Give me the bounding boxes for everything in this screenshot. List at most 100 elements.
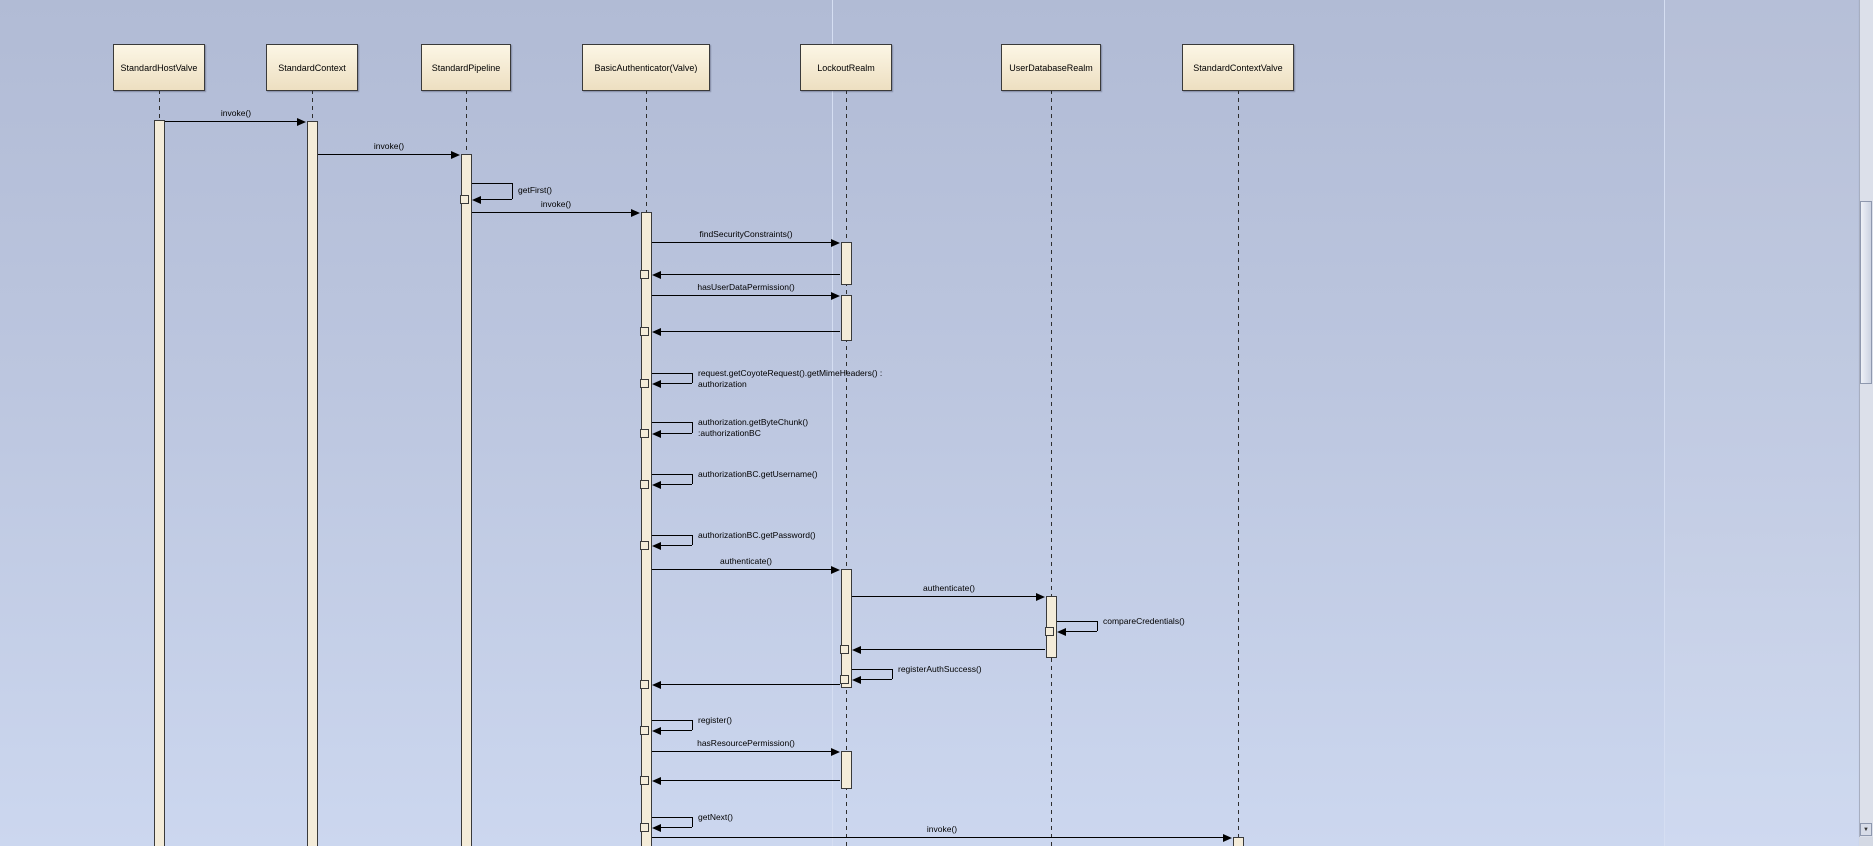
message-line [652, 720, 692, 721]
message-line [661, 684, 840, 685]
arrowhead-icon [831, 292, 840, 300]
message-line [692, 474, 693, 484]
message-line [652, 817, 692, 818]
message-line [652, 569, 831, 570]
activation-bar [841, 569, 852, 688]
participant-name: StandardPipeline [431, 62, 501, 73]
arrowhead-icon [652, 481, 661, 489]
participant-name: UserDatabaseRealm [1009, 62, 1093, 73]
activation-bar [841, 751, 852, 789]
activation-nub [1045, 627, 1054, 636]
activation-nub [640, 823, 649, 832]
down-arrow-icon: ▼ [1863, 826, 1869, 833]
participant-name: LockoutRealm [817, 62, 875, 73]
page-boundary-guide-1 [832, 0, 833, 846]
message-line [692, 720, 693, 730]
message-line [692, 373, 693, 383]
arrowhead-icon [852, 646, 861, 654]
message-label: compareCredentials() [1103, 616, 1185, 626]
activation-bar [307, 121, 318, 846]
activation-nub [840, 675, 849, 684]
message-label: authenticate() [720, 556, 772, 566]
message-line [892, 669, 893, 679]
activation-nub [640, 429, 649, 438]
arrowhead-icon [652, 328, 661, 336]
arrowhead-icon [652, 777, 661, 785]
activation-nub [640, 480, 649, 489]
message-line [861, 679, 892, 680]
message-label: authenticate() [923, 583, 975, 593]
activation-bar [841, 295, 852, 341]
participant-head[interactable]: UserDatabaseRealm [1001, 44, 1101, 91]
arrowhead-icon [1223, 834, 1232, 842]
message-line [652, 295, 831, 296]
arrowhead-icon [652, 271, 661, 279]
activation-nub [640, 541, 649, 550]
activation-bar [1233, 837, 1244, 846]
message-line [661, 433, 692, 434]
message-line [652, 373, 692, 374]
arrowhead-icon [472, 196, 481, 204]
canvas-outside-page [1665, 0, 1858, 846]
arrowhead-icon [1036, 593, 1045, 601]
vertical-scrollbar[interactable]: ▼ [1859, 0, 1873, 837]
message-label: request.getCoyoteRequest().getMimeHeader… [698, 368, 883, 389]
message-line [472, 183, 512, 184]
message-line [661, 383, 692, 384]
message-label: invoke() [220, 108, 252, 118]
activation-nub [640, 680, 649, 689]
message-label: invoke() [373, 141, 405, 151]
participant-head[interactable]: LockoutRealm [800, 44, 892, 91]
message-label: getNext() [698, 812, 733, 822]
message-line [661, 780, 840, 781]
arrowhead-icon [831, 566, 840, 574]
message-label: getFirst() [518, 185, 552, 195]
message-label: authorization.getByteChunk() :authorizat… [698, 417, 809, 438]
page-boundary-guide-2 [1664, 0, 1665, 846]
message-line [472, 212, 631, 213]
message-label: registerAuthSuccess() [898, 664, 982, 674]
participant-head[interactable]: BasicAuthenticator(Valve) [582, 44, 710, 91]
message-label: hasResourcePermission() [697, 738, 795, 748]
activation-nub [460, 195, 469, 204]
participant-name: StandardHostValve [120, 62, 198, 73]
message-line [692, 422, 693, 433]
message-line [661, 274, 840, 275]
arrowhead-icon [652, 430, 661, 438]
message-line [661, 484, 692, 485]
message-label: hasUserDataPermission() [697, 282, 795, 292]
message-line [652, 242, 831, 243]
participant-head[interactable]: StandardContextValve [1182, 44, 1294, 91]
message-line [852, 669, 892, 670]
message-line [1066, 631, 1097, 632]
message-line [318, 154, 451, 155]
message-line [165, 121, 297, 122]
arrowhead-icon [831, 239, 840, 247]
message-line [692, 535, 693, 545]
scrollbar-thumb[interactable] [1860, 201, 1872, 384]
message-line [652, 751, 831, 752]
message-line [692, 817, 693, 827]
participant-head[interactable]: StandardHostValve [113, 44, 205, 91]
message-label: authorizationBC.getUsername() [698, 469, 818, 479]
message-line [652, 837, 1223, 838]
lifeline [1238, 90, 1239, 846]
message-line [852, 596, 1036, 597]
participant-name: BasicAuthenticator(Valve) [594, 62, 698, 73]
arrowhead-icon [852, 676, 861, 684]
participant-name: StandardContextValve [1193, 62, 1283, 73]
participant-head[interactable]: StandardPipeline [421, 44, 511, 91]
activation-nub [640, 776, 649, 785]
activation-nub [640, 327, 649, 336]
participant-name: StandardContext [278, 62, 346, 73]
message-line [652, 474, 692, 475]
arrowhead-icon [1057, 628, 1066, 636]
message-label: register() [698, 715, 733, 725]
participant-head[interactable]: StandardContext [266, 44, 358, 91]
message-line [652, 422, 692, 423]
arrowhead-icon [652, 824, 661, 832]
activation-nub [640, 379, 649, 388]
scrollbar-down-button[interactable]: ▼ [1860, 823, 1872, 836]
message-line [661, 827, 692, 828]
